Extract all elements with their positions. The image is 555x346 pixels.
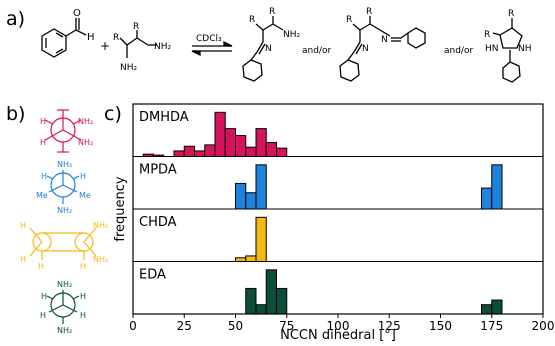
product2-r1: R: [346, 15, 352, 25]
diamine-nh2-bottom: NH₂: [120, 63, 138, 73]
product3-nh: NH: [518, 44, 532, 54]
histogram-bar-dmhda-8: [235, 135, 247, 157]
histogram-bar-chda-1: [245, 255, 257, 262]
histogram-bar-chda-0: [235, 257, 247, 262]
histogram-bar-dmhda-12: [276, 147, 288, 158]
newman-eda-h3: H: [40, 311, 46, 320]
product1-nh2: NH₂: [283, 30, 301, 40]
x-tick-label: 175: [480, 319, 503, 333]
x-tick-label: 75: [279, 319, 294, 333]
newman-eda-nh2-bottom: NH₂: [57, 326, 72, 335]
y-axis-label: frequency: [113, 176, 128, 242]
product2-n2: N: [381, 35, 388, 45]
series-label-dmhda: DMHDA: [139, 110, 189, 125]
histogram-bar-dmhda-11: [265, 142, 277, 158]
histogram-bar-chda-2: [255, 216, 267, 262]
newman-dmhda-nh2-2: NH₂: [78, 138, 93, 147]
product2-r2: R: [366, 7, 372, 17]
newman-chda: [29, 227, 97, 260]
newman-mpda-me2: Me: [79, 191, 91, 200]
newman-chda-nh2-1: NH₂: [93, 221, 108, 230]
x-tick-label: 100: [327, 319, 350, 333]
diamine-r2: R: [133, 22, 139, 32]
panel-label-a: a): [6, 8, 26, 30]
newman-mpda-nh2-bottom: NH₂: [57, 206, 72, 215]
histogram-bar-eda-3: [276, 287, 288, 315]
newman-dmhda-h1: H: [40, 117, 46, 126]
histogram-bar-eda-4: [481, 304, 493, 315]
reaction-condition: CDCl₃: [196, 34, 222, 44]
newman-dmhda-h2: H: [40, 138, 46, 147]
series-label-eda: EDA: [139, 268, 166, 283]
diamine-nh2-right: NH₂: [154, 42, 172, 52]
x-tick-label: 0: [129, 319, 137, 333]
newman-dmhda-nh2-1: NH₂: [78, 117, 93, 126]
reaction-scheme: O H + R R NH₂ NH₂ CDCl₃: [41, 7, 532, 83]
newman-mpda-nh2-top: NH₂: [57, 160, 72, 169]
newman-mpda: [46, 170, 80, 204]
newman-chda-h1: H: [20, 221, 26, 230]
newman-mpda-me1: Me: [36, 191, 48, 200]
x-tick-label: 125: [378, 319, 401, 333]
histogram-bar-dmhda-3: [183, 145, 195, 158]
histogram-bar-mpda-3: [481, 187, 493, 210]
newman-eda: [46, 290, 80, 324]
newman-eda-h4: H: [80, 311, 86, 320]
histogram-bar-dmhda-6: [214, 111, 226, 157]
histogram-bar-dmhda-7: [224, 128, 236, 158]
histogram-bar-eda-2: [265, 269, 277, 315]
newman-eda-nh2-top: NH₂: [57, 280, 72, 289]
product1-r1: R: [249, 15, 255, 25]
x-axis-label: NCCN dihedral [°]: [280, 328, 396, 343]
histogram-bar-mpda-2: [255, 164, 267, 210]
aldehyde-oxygen: O: [73, 8, 81, 19]
histogram-bar-eda-5: [491, 299, 503, 315]
newman-projections: H NH₂ H NH₂ NH₂ H H Me Me NH₂: [20, 109, 108, 335]
panel-label-b: b): [6, 103, 26, 125]
series-label-mpda: MPDA: [139, 163, 177, 178]
histogram-bar-mpda-1: [245, 192, 257, 210]
product1-r2: R: [269, 7, 275, 17]
benzaldehyde-ring: [41, 28, 67, 58]
product1-n: N: [265, 44, 272, 54]
panel-label-c: c): [104, 103, 122, 125]
newman-chda-h4: H: [80, 262, 86, 271]
newman-chda-h2: H: [20, 255, 26, 264]
newman-dmhda: [44, 109, 82, 153]
product3-hn: HN: [485, 44, 499, 54]
diamine-r1: R: [113, 33, 119, 43]
x-tick-label: 50: [228, 319, 243, 333]
newman-mpda-h1: H: [41, 172, 47, 181]
and-or-2: and/or: [444, 46, 473, 56]
histogram-bar-mpda-0: [235, 182, 247, 210]
product3-r2: R: [508, 9, 514, 19]
histogram-bar-dmhda-9: [245, 146, 257, 157]
histogram-bar-eda-1: [255, 304, 267, 315]
product3-r1: R: [484, 30, 490, 40]
histogram-bar-mpda-4: [491, 164, 503, 210]
newman-chda-h3: H: [38, 262, 44, 271]
newman-mpda-h2: H: [80, 172, 86, 181]
product2-n1: N: [362, 44, 369, 54]
newman-eda-h2: H: [80, 292, 86, 301]
histogram-bar-dmhda-5: [204, 144, 216, 157]
x-tick-label: 200: [532, 319, 555, 333]
histogram-bar-dmhda-4: [194, 150, 206, 157]
plus-sign: +: [100, 39, 110, 53]
newman-chda-nh2-2: NH₂: [93, 255, 108, 264]
x-tick-label: 25: [177, 319, 192, 333]
newman-eda-h1: H: [41, 292, 47, 301]
histogram-bar-eda-0: [245, 287, 257, 315]
histogram-bar-dmhda-10: [255, 128, 267, 158]
x-tick-label: 150: [429, 319, 452, 333]
and-or-1: and/or: [302, 46, 331, 56]
aldehyde-hydrogen: H: [87, 32, 95, 43]
series-label-chda: CHDA: [139, 215, 177, 230]
histogram-bar-dmhda-2: [173, 150, 185, 157]
